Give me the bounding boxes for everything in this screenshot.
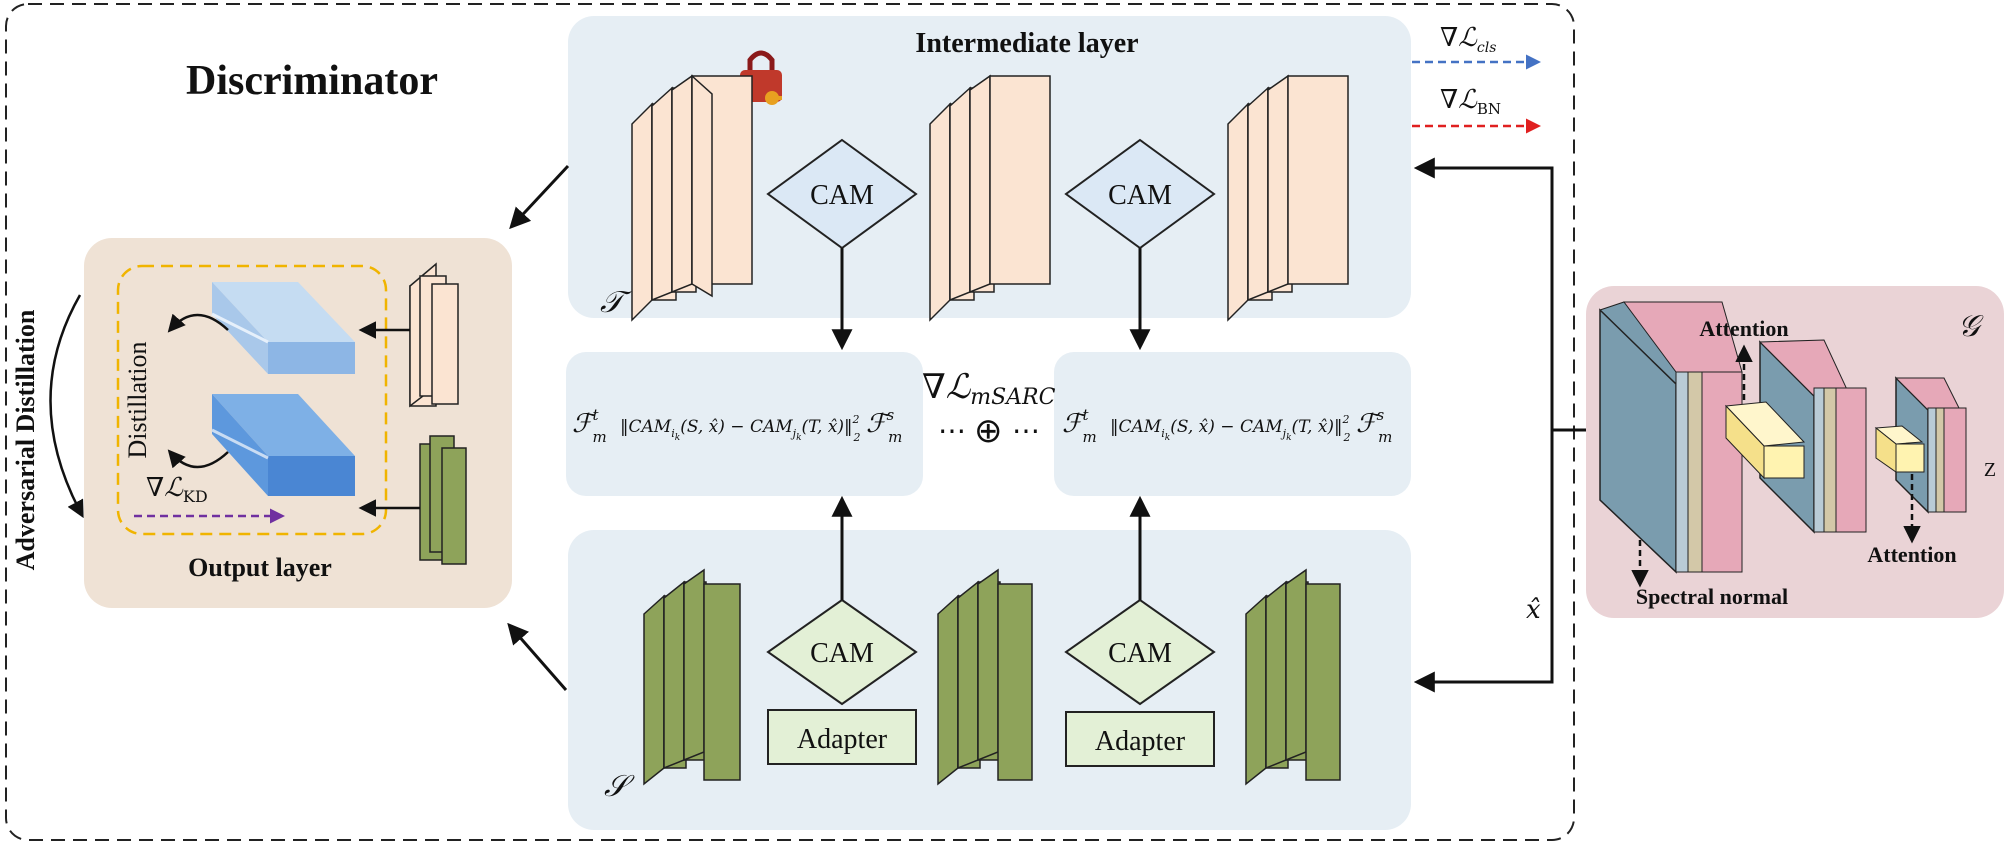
- svg-text:Adapter: Adapter: [797, 724, 888, 755]
- student-cam-2: CAM: [1064, 598, 1216, 706]
- student-output-bar: [211, 394, 355, 496]
- generator-block-large: [1599, 301, 1743, 574]
- intermediate-layer-label: Intermediate layer: [915, 28, 1138, 59]
- xhat-label: x̂: [1526, 595, 1541, 625]
- marca-box-left: [566, 352, 923, 496]
- output-layer-label: Output layer: [188, 553, 332, 582]
- kd-loss-label: ∇ℒKD: [146, 473, 208, 506]
- teacher-output-block: [409, 262, 459, 408]
- svg-text:‖CAMik(S, x̂) − CAMjk(T, x̂)‖2: ‖CAMik(S, x̂) − CAMjk(T, x̂)‖22: [1110, 413, 1351, 444]
- svg-text:‖CAMik(S, x̂) − CAMjk(T, x̂)‖2: ‖CAMik(S, x̂) − CAMjk(T, x̂)‖22: [620, 413, 861, 444]
- teacher-feature-stack-2: [929, 74, 1051, 322]
- z-label: Z: [1984, 459, 1996, 481]
- marca-box-right: [1054, 352, 1411, 496]
- student-adapter-2: Adapter: [1065, 711, 1215, 767]
- discriminator-frame: [5, 3, 1575, 841]
- teacher-cam-1: CAM: [766, 138, 918, 250]
- svg-text:CAM: CAM: [810, 180, 874, 211]
- adversarial-distillation-label: Adversarial Distillation: [11, 309, 40, 570]
- attention-label-top: Attention: [1699, 316, 1788, 341]
- teacher-cam-2: CAM: [1064, 138, 1216, 250]
- generator-block-medium: [1758, 339, 1867, 534]
- attention-label-bottom: Attention: [1867, 542, 1956, 567]
- legend-cls: ∇ℒcls: [1412, 23, 1541, 70]
- svg-text:∇ℒcls: ∇ℒcls: [1440, 23, 1496, 56]
- dots-left: ⋯: [938, 416, 966, 447]
- student-feature-stack-1: [643, 568, 741, 786]
- attention-block-1: [1724, 401, 1806, 480]
- student-adapter-1: Adapter: [767, 709, 917, 765]
- distillation-label: Distillation: [123, 342, 152, 459]
- svg-text:Adapter: Adapter: [1095, 726, 1186, 757]
- legend-bn: ∇ℒBN: [1412, 85, 1541, 134]
- student-feature-stack-2: [937, 568, 1033, 786]
- student-to-output-panel-arrow: [507, 622, 568, 691]
- student-output-block: [419, 435, 467, 565]
- marca-loss-label: ∇ℒmSARC: [922, 367, 1056, 410]
- distillation-curve-top: [167, 313, 229, 333]
- adversarial-curve-arrow: [49, 294, 84, 519]
- output-dashed-box: [116, 264, 388, 536]
- attention-block-2: [1874, 425, 1925, 473]
- generator-to-student-arrow: [1413, 430, 1554, 693]
- discriminator-title: Discriminator: [186, 58, 438, 104]
- teacher-output-bar: [211, 282, 355, 374]
- distillation-curve-bottom: [167, 449, 229, 469]
- svg-text:CAM: CAM: [810, 638, 874, 669]
- teacher-to-output-panel-arrow: [509, 164, 570, 230]
- dots-right: ⋯: [1012, 416, 1040, 447]
- generator-to-teacher-arrow: [1413, 157, 1606, 432]
- spectral-normal-label: Spectral normal: [1636, 584, 1788, 609]
- svg-text:CAM: CAM: [1108, 180, 1172, 211]
- oplus-symbol: ⊕: [974, 413, 1003, 450]
- svg-text:CAM: CAM: [1108, 638, 1172, 669]
- student-cam-1: CAM: [766, 598, 918, 706]
- teacher-feature-stack-3: [1227, 74, 1349, 322]
- svg-text:∇ℒBN: ∇ℒBN: [1440, 85, 1501, 118]
- student-feature-stack-3: [1245, 568, 1341, 786]
- teacher-feature-stack-1: [631, 74, 753, 322]
